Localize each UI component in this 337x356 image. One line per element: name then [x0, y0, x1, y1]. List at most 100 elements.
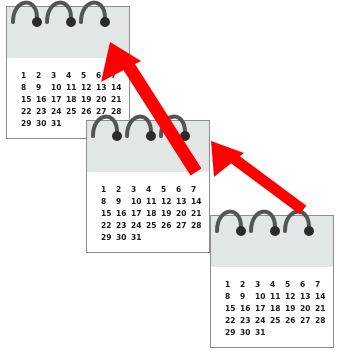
calendar-date: 5 — [81, 71, 96, 83]
calendar-date: 18 — [270, 304, 285, 316]
calendar-date: 31 — [131, 233, 146, 245]
calendar-date: 26 — [161, 221, 176, 233]
calendar-date: 28 — [315, 316, 330, 328]
calendar-date: 9 — [240, 292, 255, 304]
calendar-date: 19 — [81, 95, 96, 107]
calendar-date: 4 — [146, 185, 161, 197]
calendar-date: 9 — [36, 83, 51, 95]
calendar-date: 29 — [225, 328, 240, 340]
calendar-date: 25 — [66, 107, 81, 119]
calendar-date: 12 — [285, 292, 300, 304]
calendar-date: 25 — [270, 316, 285, 328]
calendar-date: 19 — [285, 304, 300, 316]
calendar-date: 18 — [66, 95, 81, 107]
calendar-date: 29 — [101, 233, 116, 245]
calendar-date: 3 — [51, 71, 66, 83]
calendar-date: 8 — [101, 197, 116, 209]
calendar-date: 17 — [255, 304, 270, 316]
calendar-date: 24 — [255, 316, 270, 328]
calendar-date: 14 — [111, 83, 126, 95]
calendar-date: 28 — [111, 107, 126, 119]
calendar-date: 6 — [300, 280, 315, 292]
calendar-date: 15 — [101, 209, 116, 221]
calendar-date: 13 — [176, 197, 191, 209]
calendar-date: 2 — [116, 185, 131, 197]
calendar-date: 30 — [240, 328, 255, 340]
calendar-date: 31 — [51, 119, 66, 131]
calendar-date: 1 — [101, 185, 116, 197]
calendar-date: 20 — [176, 209, 191, 221]
calendar-date: 24 — [51, 107, 66, 119]
calendar-date: 4 — [66, 71, 81, 83]
calendar-date: 28 — [191, 221, 206, 233]
calendar-date: 23 — [240, 316, 255, 328]
calendar-date: 7 — [315, 280, 330, 292]
calendar-date: 8 — [225, 292, 240, 304]
calendar-date: 20 — [96, 95, 111, 107]
calendar-date: 8 — [21, 83, 36, 95]
arrow-icon — [211, 141, 303, 210]
calendar-date: 16 — [36, 95, 51, 107]
calendar-date: 9 — [116, 197, 131, 209]
calendar-date: 17 — [131, 209, 146, 221]
calendar-date: 4 — [270, 280, 285, 292]
calendar-date: 10 — [51, 83, 66, 95]
calendar-date: 3 — [255, 280, 270, 292]
calendar-date: 27 — [96, 107, 111, 119]
calendar-header — [211, 216, 333, 267]
calendar-date: 14 — [315, 292, 330, 304]
calendar-date: 16 — [116, 209, 131, 221]
calendar-date: 30 — [116, 233, 131, 245]
calendar-date: 13 — [96, 83, 111, 95]
calendar-date: 1 — [21, 71, 36, 83]
calendar-date: 27 — [300, 316, 315, 328]
calendar-date: 26 — [81, 107, 96, 119]
calendar-date: 29 — [21, 119, 36, 131]
calendar-date: 19 — [161, 209, 176, 221]
calendar-date: 1 — [225, 280, 240, 292]
calendar-date: 31 — [255, 328, 270, 340]
calendar-date: 22 — [225, 316, 240, 328]
calendar-date: 2 — [240, 280, 255, 292]
calendar-date: 7 — [191, 185, 206, 197]
calendar-date: 11 — [270, 292, 285, 304]
calendar-date: 26 — [285, 316, 300, 328]
calendar-date: 21 — [191, 209, 206, 221]
calendar-date: 20 — [300, 304, 315, 316]
calendar-date: 10 — [255, 292, 270, 304]
calendar-date: 6 — [176, 185, 191, 197]
calendar-date: 24 — [131, 221, 146, 233]
calendar-date: 17 — [51, 95, 66, 107]
calendar-date: 14 — [191, 197, 206, 209]
calendar-date: 22 — [21, 107, 36, 119]
calendar-date: 5 — [161, 185, 176, 197]
calendar-header — [87, 121, 209, 172]
calendar-date: 30 — [36, 119, 51, 131]
calendar-date: 12 — [161, 197, 176, 209]
calendar-date: 11 — [66, 83, 81, 95]
calendar-date: 18 — [146, 209, 161, 221]
calendar-date: 16 — [240, 304, 255, 316]
calendar-date: 23 — [116, 221, 131, 233]
calendar-date: 10 — [131, 197, 146, 209]
calendar-date: 6 — [96, 71, 111, 83]
calendar-header — [7, 7, 129, 58]
calendar-date: 12 — [81, 83, 96, 95]
calendar-date: 3 — [131, 185, 146, 197]
calendar-date: 23 — [36, 107, 51, 119]
calendar-date: 2 — [36, 71, 51, 83]
calendar-date: 11 — [146, 197, 161, 209]
calendar-date: 25 — [146, 221, 161, 233]
calendar-date: 5 — [285, 280, 300, 292]
calendar-date: 15 — [21, 95, 36, 107]
calendar-date: 21 — [111, 95, 126, 107]
calendar-date: 27 — [176, 221, 191, 233]
calendar-date: 22 — [101, 221, 116, 233]
calendar-date: 21 — [315, 304, 330, 316]
calendar-date: 13 — [300, 292, 315, 304]
calendar-date: 15 — [225, 304, 240, 316]
